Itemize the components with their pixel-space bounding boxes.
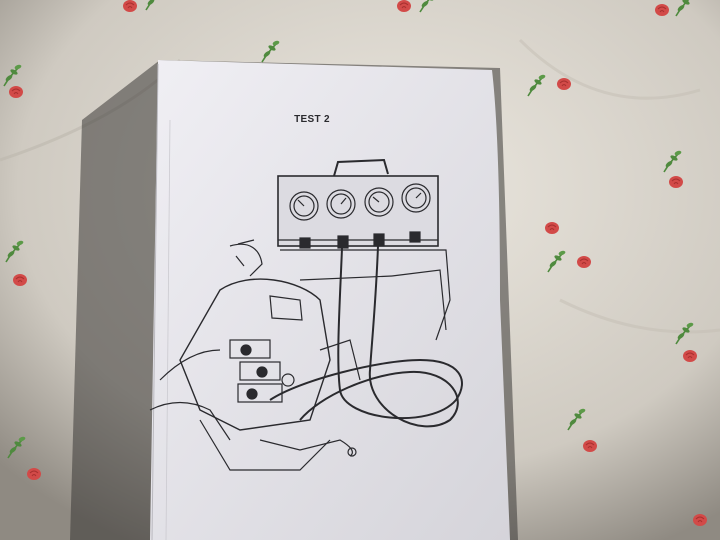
gauge-dials xyxy=(289,183,431,221)
page-heading: TEST 2 xyxy=(294,114,330,125)
gauge-test-illustration xyxy=(149,158,463,471)
paper-sheet xyxy=(150,60,510,540)
